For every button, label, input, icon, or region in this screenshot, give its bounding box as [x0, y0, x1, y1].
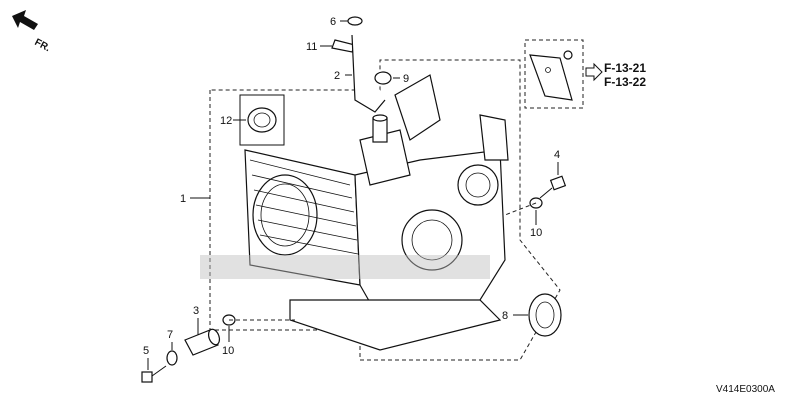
- o-ring-part-7: [166, 350, 178, 366]
- front-direction-arrow-icon: [12, 10, 38, 30]
- bearing-part-12: [247, 107, 277, 133]
- grommet-part-9: [374, 71, 392, 85]
- callout-5: 5: [143, 345, 149, 357]
- callout-2: 2: [334, 70, 340, 82]
- callout-10-lower: 10: [222, 345, 234, 357]
- clip-part-11: [331, 39, 356, 53]
- callout-10-right: 10: [530, 227, 542, 239]
- callout-3: 3: [193, 305, 199, 317]
- callout-8: 8: [502, 310, 508, 322]
- callout-9: 9: [403, 73, 409, 85]
- callout-1: 1: [180, 193, 186, 205]
- reference-f-13-21: F-13-21: [604, 61, 646, 75]
- tube-part-2: [351, 34, 386, 113]
- dowel-part-3: [184, 328, 221, 356]
- bolt-part-4: [539, 175, 567, 199]
- front-direction-label: FR.: [33, 37, 53, 54]
- reference-f-13-22: F-13-22: [604, 75, 646, 89]
- bracket-inset-frame: [524, 39, 584, 109]
- callout-7: 7: [167, 329, 173, 341]
- reference-arrow-icon: [585, 62, 603, 82]
- oil-seal-part-8: [528, 293, 562, 337]
- assembly-boundary: [209, 59, 561, 361]
- callout-6: 6: [330, 16, 336, 28]
- callout-4: 4: [554, 149, 560, 161]
- callout-11: 11: [306, 41, 317, 53]
- cylinder-block: [200, 74, 509, 351]
- callout-12: 12: [220, 115, 232, 127]
- washer-part-6: [347, 16, 363, 26]
- diagram-code: V414E0300A: [716, 384, 775, 395]
- bolt-part-5: [141, 365, 167, 383]
- bracket-part: [529, 50, 573, 101]
